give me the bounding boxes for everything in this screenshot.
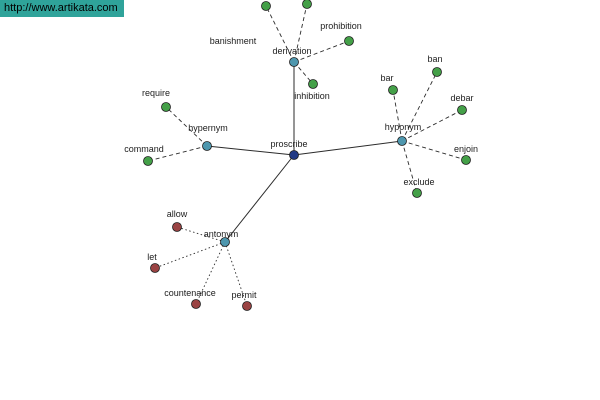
node-allow[interactable] bbox=[172, 222, 182, 232]
node-label-require: require bbox=[142, 88, 170, 98]
edge-proscribe-antonym bbox=[224, 154, 295, 243]
node-label-inhibition: inhibition bbox=[294, 91, 330, 101]
node-bar[interactable] bbox=[388, 85, 398, 95]
node-label-allow: allow bbox=[167, 209, 188, 219]
node-label-ban: ban bbox=[427, 54, 442, 64]
edge-antonym-permit bbox=[224, 241, 248, 307]
node-label-hyponym: hyponym bbox=[385, 122, 422, 132]
edge-hyponym-debar bbox=[401, 109, 463, 142]
node-enjoin[interactable] bbox=[461, 155, 471, 165]
node-label-derivation: derivation bbox=[272, 46, 311, 56]
node-ban[interactable] bbox=[432, 67, 442, 77]
node-debar[interactable] bbox=[457, 105, 467, 115]
edge-hypernym-require bbox=[165, 106, 208, 147]
node-hypernym[interactable] bbox=[202, 141, 212, 151]
node-exclude[interactable] bbox=[412, 188, 422, 198]
node-require[interactable] bbox=[161, 102, 171, 112]
node-prohibition[interactable] bbox=[344, 36, 354, 46]
node-label-hypernym: hypernym bbox=[188, 123, 228, 133]
edge-proscribe-hyponym bbox=[293, 140, 403, 156]
node-label-debar: debar bbox=[450, 93, 473, 103]
node-hyponym[interactable] bbox=[397, 136, 407, 146]
node-label-prohibition: prohibition bbox=[320, 21, 362, 31]
node-antonym[interactable] bbox=[220, 237, 230, 247]
edge-derivation-banishment bbox=[265, 5, 295, 63]
edge-antonym-countenance bbox=[195, 241, 226, 305]
edge-hyponym-exclude bbox=[401, 140, 418, 194]
node-banishment[interactable] bbox=[261, 1, 271, 11]
node-let[interactable] bbox=[150, 263, 160, 273]
edge-antonym-let bbox=[154, 241, 226, 269]
edge-hypernym-command bbox=[147, 145, 208, 162]
edge-derivation-prohibition bbox=[293, 40, 350, 63]
node-countenance[interactable] bbox=[191, 299, 201, 309]
node-label-proscribe: proscribe bbox=[270, 139, 307, 149]
edge-antonym-allow bbox=[176, 226, 226, 243]
node-proscribe[interactable] bbox=[289, 150, 299, 160]
node-label-let: let bbox=[147, 252, 157, 262]
node-derived-top[interactable] bbox=[302, 0, 312, 9]
edge-proscribe-hypernym bbox=[206, 145, 295, 156]
node-label-banishment: banishment bbox=[210, 36, 257, 46]
node-label-command: command bbox=[124, 144, 164, 154]
node-inhibition[interactable] bbox=[308, 79, 318, 89]
node-label-permit: permit bbox=[231, 290, 257, 300]
edge-hyponym-bar bbox=[392, 89, 403, 142]
node-label-exclude: exclude bbox=[403, 177, 434, 187]
node-command[interactable] bbox=[143, 156, 153, 166]
url-watermark: http://www.artikata.com bbox=[0, 0, 124, 17]
edge-derivation-derived-top bbox=[293, 3, 308, 63]
node-label-antonym: antonym bbox=[204, 229, 239, 239]
node-label-enjoin: enjoin bbox=[454, 144, 478, 154]
node-derivation[interactable] bbox=[289, 57, 299, 67]
node-label-countenance: countenance bbox=[164, 288, 216, 298]
edge-hyponym-ban bbox=[401, 71, 438, 142]
node-label-bar: bar bbox=[380, 73, 393, 83]
node-permit[interactable] bbox=[242, 301, 252, 311]
